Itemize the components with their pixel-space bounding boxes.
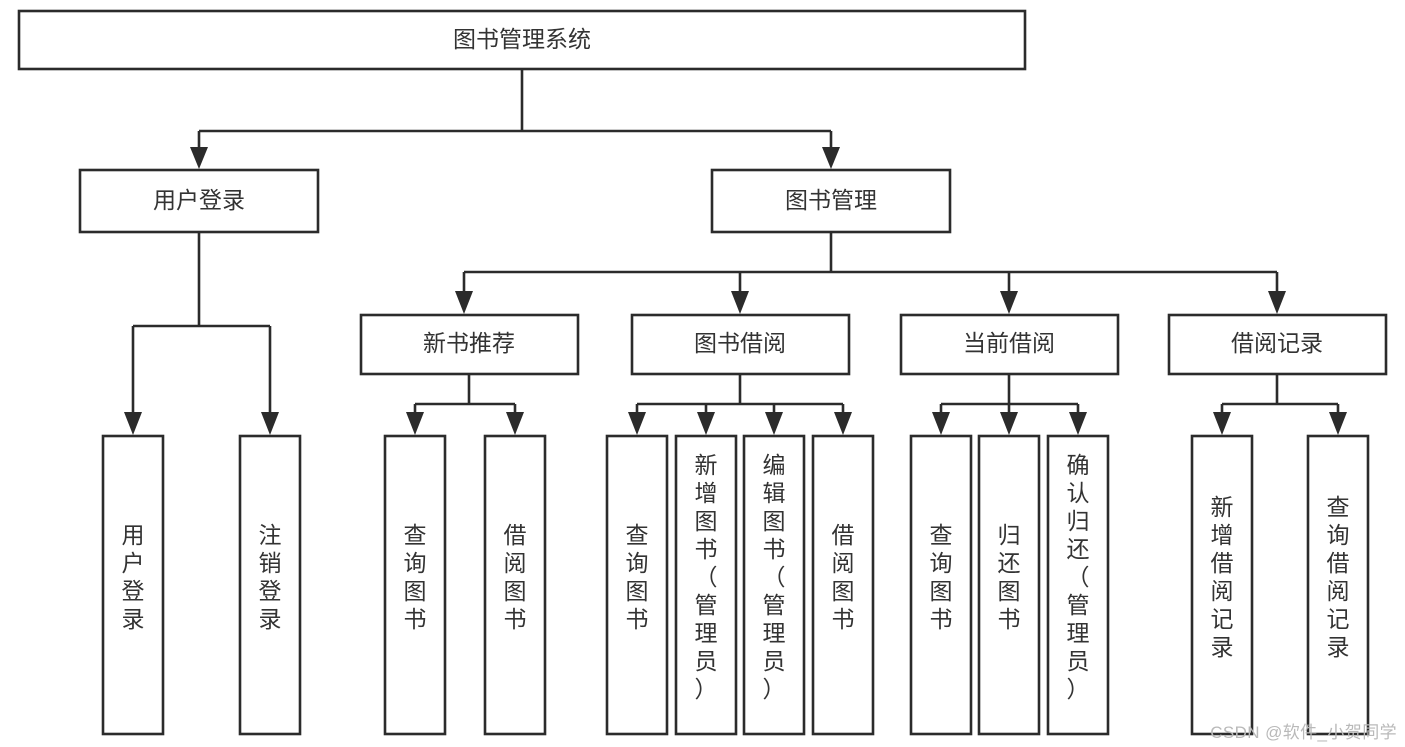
arrowhead-leaf-add-record (1213, 412, 1231, 435)
node-book-manage[interactable]: 图书管理 (710, 168, 952, 234)
arrowhead-leaf-user-login (124, 412, 142, 435)
node-leaf-add-record-label: 新增借阅记录 (1211, 494, 1234, 660)
node-book-borrow-label: 图书借阅 (694, 330, 786, 356)
node-borrow-record-box[interactable] (1167, 313, 1388, 376)
node-leaf-query-book-2-label: 查询图书 (626, 522, 649, 632)
node-root-label: 图书管理系统 (453, 26, 591, 52)
node-leaf-borrow-book-2-box[interactable] (811, 434, 875, 736)
arrowhead-current-borrow (1000, 291, 1018, 314)
node-leaf-borrow-book-1-box[interactable] (483, 434, 547, 736)
node-leaf-add-book[interactable]: 新增图书（管理员） (674, 434, 738, 736)
arrowhead-leaf-logout (261, 412, 279, 435)
node-user-login[interactable]: 用户登录 (78, 168, 320, 234)
node-leaf-return-book-box[interactable] (977, 434, 1041, 736)
node-leaf-edit-book-box[interactable] (742, 434, 806, 736)
node-leaf-query-record-label: 查询借阅记录 (1327, 494, 1350, 660)
node-borrow-record[interactable]: 借阅记录 (1167, 313, 1388, 376)
node-leaf-borrow-book-1-label: 借阅图书 (504, 522, 527, 632)
node-leaf-confirm-return-box[interactable] (1046, 434, 1110, 736)
node-leaf-logout-label: 注销登录 (259, 522, 282, 632)
arrowhead-leaf-query-record (1329, 412, 1347, 435)
node-leaf-return-book-label: 归还图书 (998, 522, 1021, 632)
arrowhead-leaf-query-book-1 (406, 412, 424, 435)
node-leaf-edit-book-label: 编辑图书（管理员） (763, 452, 786, 702)
connectors-layer (124, 69, 1347, 435)
node-leaf-query-book-1[interactable]: 查询图书 (383, 434, 447, 736)
node-user-login-label: 用户登录 (153, 187, 245, 213)
node-leaf-logout[interactable]: 注销登录 (238, 434, 302, 736)
arrowhead-book-borrow (731, 291, 749, 314)
arrowhead-leaf-query-book-2 (628, 412, 646, 435)
node-leaf-user-login[interactable]: 用户登录 (101, 434, 165, 736)
arrowhead-leaf-confirm-return (1069, 412, 1087, 435)
node-current-borrow-box[interactable] (899, 313, 1120, 376)
node-book-manage-box[interactable] (710, 168, 952, 234)
node-leaf-borrow-book-2-label: 借阅图书 (832, 522, 855, 632)
node-leaf-logout-box[interactable] (238, 434, 302, 736)
node-leaf-query-book-1-box[interactable] (383, 434, 447, 736)
csdn-watermark: CSDN @软件_小贺同学 (1210, 723, 1397, 742)
node-leaf-query-book-2-box[interactable] (605, 434, 669, 736)
node-leaf-query-book-2[interactable]: 查询图书 (605, 434, 669, 736)
node-leaf-borrow-book-2[interactable]: 借阅图书 (811, 434, 875, 736)
node-new-book-rec-box[interactable] (359, 313, 580, 376)
node-leaf-query-record-box[interactable] (1306, 434, 1370, 736)
node-new-book-rec-label: 新书推荐 (423, 330, 515, 356)
arrowhead-leaf-borrow-book-2 (834, 412, 852, 435)
node-leaf-borrow-book-1[interactable]: 借阅图书 (483, 434, 547, 736)
arrowhead-book-manage (822, 147, 840, 169)
node-leaf-add-book-label: 新增图书（管理员） (695, 452, 718, 702)
arrowhead-leaf-query-book-3 (932, 412, 950, 435)
node-leaf-confirm-return[interactable]: 确认归还（管理员） (1046, 434, 1110, 736)
arrowhead-leaf-edit-book (765, 412, 783, 435)
node-leaf-user-login-label: 用户登录 (122, 522, 145, 632)
node-current-borrow-label: 当前借阅 (963, 330, 1055, 356)
node-leaf-query-book-3-box[interactable] (909, 434, 973, 736)
arrowhead-leaf-return-book (1000, 412, 1018, 435)
node-leaf-query-book-3-label: 查询图书 (930, 522, 953, 632)
arrowhead-borrow-record (1268, 291, 1286, 314)
node-leaf-user-login-box[interactable] (101, 434, 165, 736)
node-book-borrow[interactable]: 图书借阅 (630, 313, 851, 376)
node-leaf-edit-book[interactable]: 编辑图书（管理员） (742, 434, 806, 736)
node-leaf-query-book-3[interactable]: 查询图书 (909, 434, 973, 736)
node-root-box[interactable] (17, 9, 1027, 71)
node-book-manage-label: 图书管理 (785, 187, 877, 213)
arrowhead-leaf-add-book (697, 412, 715, 435)
arrowhead-new-book-rec (455, 291, 473, 314)
node-book-borrow-box[interactable] (630, 313, 851, 376)
node-current-borrow[interactable]: 当前借阅 (899, 313, 1120, 376)
node-borrow-record-label: 借阅记录 (1231, 330, 1323, 356)
node-root[interactable]: 图书管理系统 (17, 9, 1027, 71)
node-leaf-add-record[interactable]: 新增借阅记录 (1190, 434, 1254, 736)
node-leaf-return-book[interactable]: 归还图书 (977, 434, 1041, 736)
arrowhead-user-login (190, 147, 208, 169)
node-new-book-rec[interactable]: 新书推荐 (359, 313, 580, 376)
arrowhead-leaf-borrow-book-1 (506, 412, 524, 435)
node-leaf-add-book-box[interactable] (674, 434, 738, 736)
node-leaf-query-book-1-label: 查询图书 (404, 522, 427, 632)
node-user-login-box[interactable] (78, 168, 320, 234)
node-leaf-add-record-box[interactable] (1190, 434, 1254, 736)
node-leaf-confirm-return-label: 确认归还（管理员） (1067, 452, 1090, 702)
node-leaf-query-record[interactable]: 查询借阅记录 (1306, 434, 1370, 736)
